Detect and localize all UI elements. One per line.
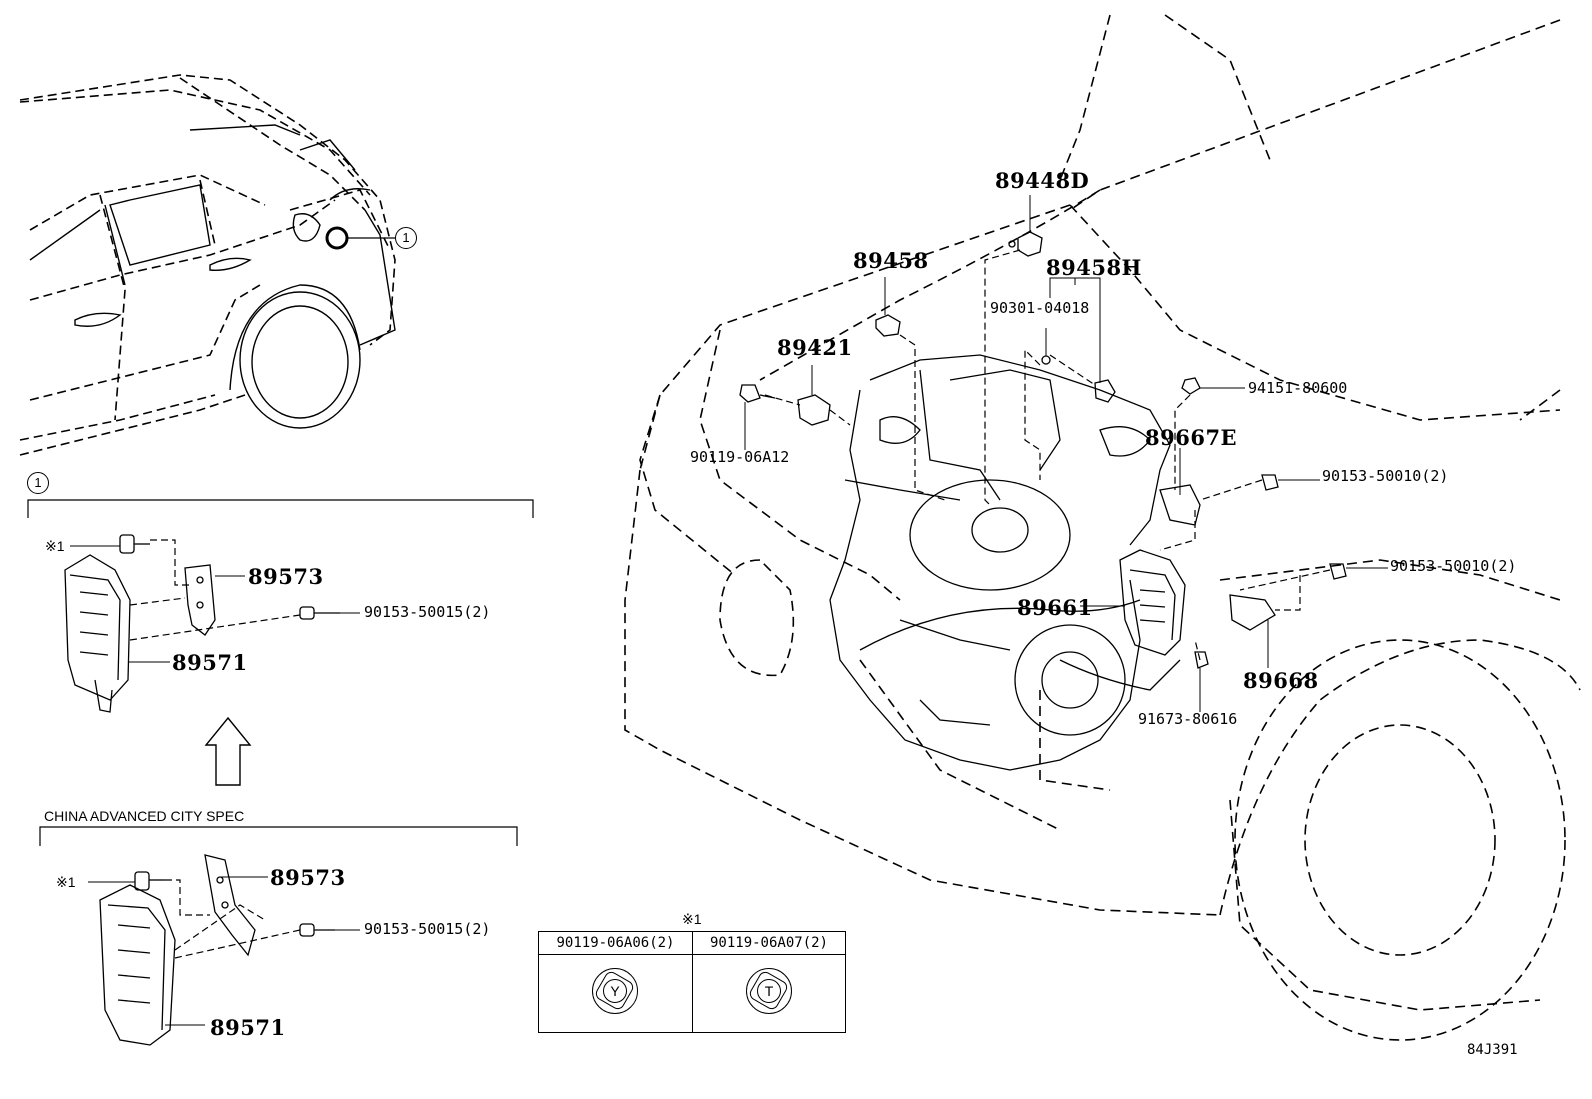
- section2-parts: [88, 854, 360, 1046]
- section2-title: CHINA ADVANCED CITY SPEC: [44, 808, 245, 824]
- front-vehicle-outline: [624, 14, 1581, 1041]
- bolt-table-header-1: 90119-06A06(2): [556, 935, 675, 951]
- section1-mark: ※1: [45, 538, 65, 554]
- section2-ecu-part[interactable]: 89571: [210, 1015, 286, 1040]
- engine-leaders: [744, 195, 1388, 712]
- engine-sensors: [739, 231, 1347, 669]
- upgrade-arrow: [204, 716, 252, 786]
- engine-assembly: [829, 354, 1181, 771]
- engine-dashed-leaders: [764, 249, 1331, 661]
- section1-parts: [64, 534, 360, 786]
- bolt-table-header-2: 90119-06A07(2): [709, 935, 828, 951]
- part-90153-50010-lower[interactable]: 90153-50010(2): [1390, 557, 1517, 575]
- section2-bracket-part[interactable]: 89573: [270, 865, 346, 890]
- part-89668[interactable]: 89668: [1243, 668, 1319, 693]
- part-90301-04018[interactable]: 90301-04018: [990, 299, 1090, 317]
- part-89661[interactable]: 89661: [1017, 595, 1093, 620]
- bolt-table-mark: ※1: [682, 911, 702, 927]
- part-89421[interactable]: 89421: [777, 335, 853, 360]
- part-89458[interactable]: 89458: [853, 248, 929, 273]
- bolt-symbol-y: Y: [603, 979, 627, 1003]
- part-94151-80600[interactable]: 94151-80600: [1248, 379, 1348, 397]
- section2-mark: ※1: [56, 874, 76, 890]
- bolt-head-icon: Y: [592, 968, 638, 1014]
- part-90119-06A12[interactable]: 90119-06A12: [690, 448, 790, 466]
- section1-bracket-part[interactable]: 89573: [248, 564, 324, 589]
- section1-ref: 1: [27, 472, 49, 494]
- callout-1: 1: [395, 227, 417, 249]
- sensor-location-marker: [325, 226, 349, 250]
- part-89667E[interactable]: 89667E: [1145, 425, 1238, 450]
- diagram-code: 84J391: [1467, 1042, 1518, 1058]
- section1-bolt-part[interactable]: 90153-50015(2): [364, 603, 491, 621]
- bolt-head-icon: T: [746, 968, 792, 1014]
- section1-ecu-part[interactable]: 89571: [172, 650, 248, 675]
- rear-vehicle-solid: [29, 124, 396, 429]
- section-brackets: [27, 499, 534, 846]
- part-89458H[interactable]: 89458H: [1046, 255, 1142, 280]
- part-91673-80616[interactable]: 91673-80616: [1138, 710, 1238, 728]
- part-90153-50010-upper[interactable]: 90153-50010(2): [1322, 467, 1449, 485]
- section2-bolt-part[interactable]: 90153-50015(2): [364, 920, 491, 938]
- bolt-symbol-t: T: [757, 979, 781, 1003]
- rear-vehicle-outline: [19, 74, 396, 456]
- part-89448D[interactable]: 89448D: [995, 168, 1090, 193]
- bolt-table: 90119-06A06(2) 90119-06A07(2) Y T: [538, 931, 846, 1033]
